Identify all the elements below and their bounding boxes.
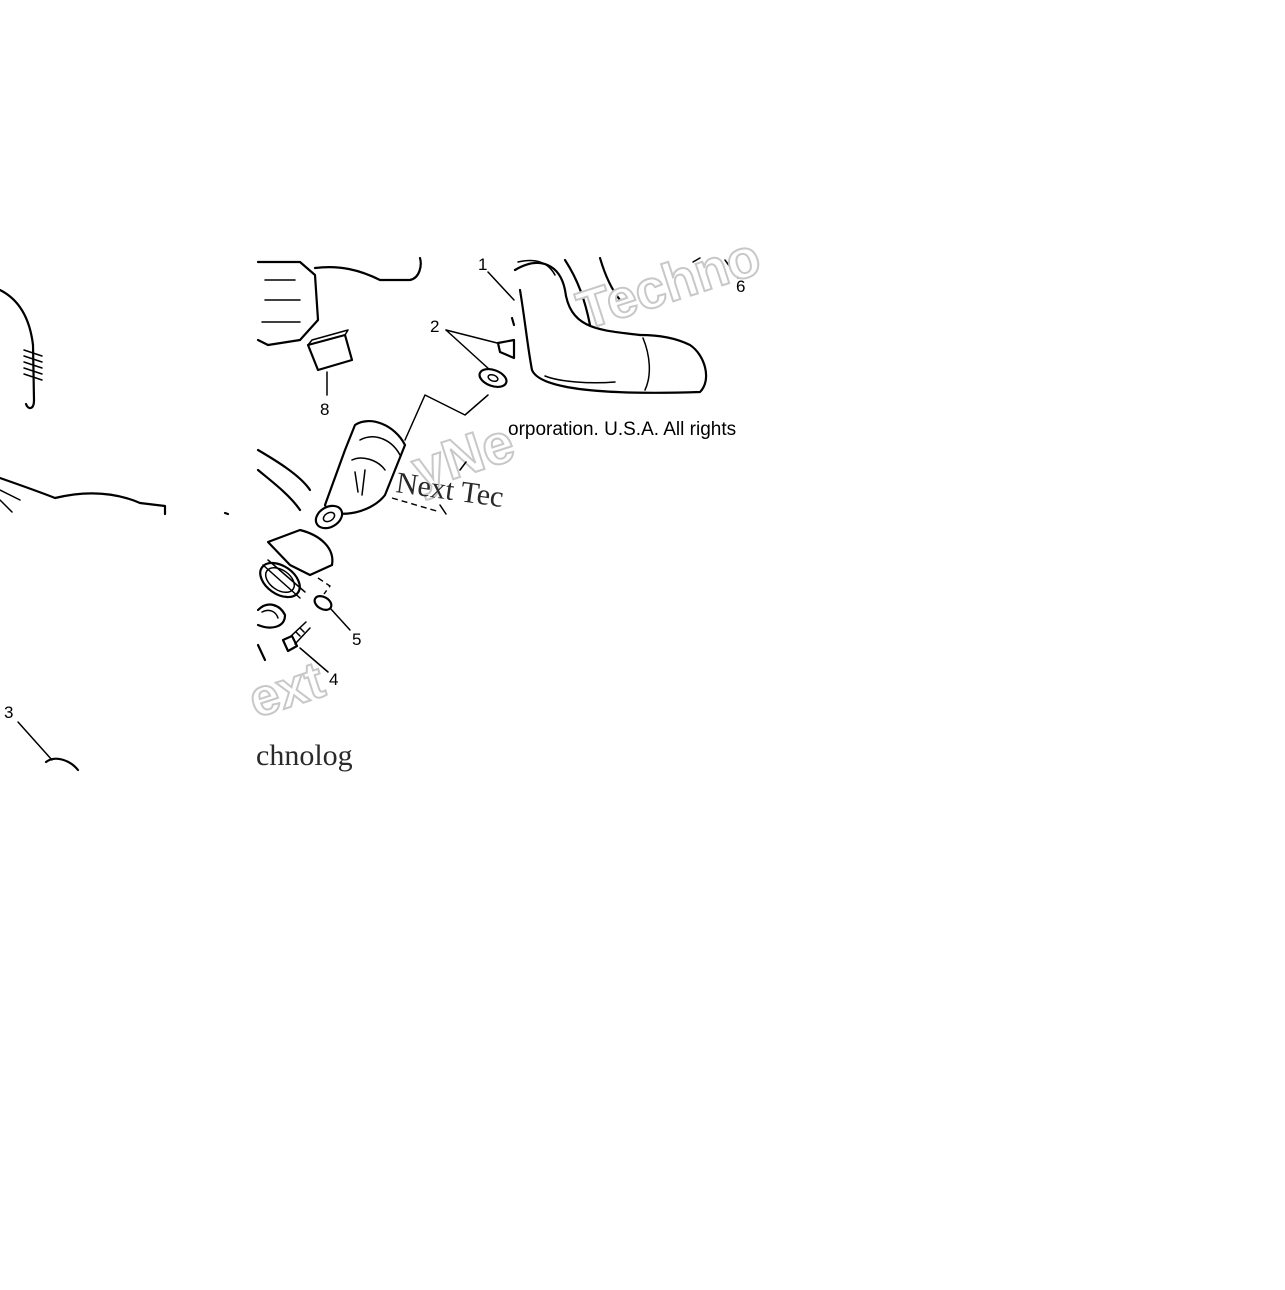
callout-2: 2 (430, 317, 439, 336)
gasket-fragment (256, 603, 287, 662)
callout-3: 3 (4, 703, 13, 722)
part-6-leader: 6 (692, 257, 745, 296)
callout-1: 1 (478, 255, 487, 274)
part-2-washers: 2 (430, 317, 516, 389)
part-5-nut: 5 (313, 577, 361, 649)
copyright-line: orporation. U.S.A. All rights (508, 419, 736, 440)
flange-fitting (259, 528, 334, 599)
tile-top-right: 1 6 Techno orporation. U.S.A. All rights (478, 225, 769, 440)
tile-middle-left: 3 (4, 703, 80, 772)
tile-top-middle: 8 2 yNe Next Tec (256, 256, 522, 530)
part-8-cap: 8 (306, 329, 354, 419)
watermark-techno: Techno (569, 225, 768, 342)
watermark-techno-text: Techno (570, 226, 767, 341)
housing-fragment-left (0, 476, 230, 516)
pipe-left-fragment (256, 448, 312, 512)
boot-connector (314, 420, 407, 530)
part-1-leader: 1 (478, 255, 516, 327)
callout-4: 4 (329, 670, 338, 689)
housing-top-fragment (256, 256, 422, 347)
callout-5: 5 (352, 630, 361, 649)
watermark-chnolog-text: chnolog (256, 739, 353, 772)
callout-6: 6 (736, 277, 745, 296)
tile-top-left (0, 288, 230, 516)
muffler-outlet (513, 256, 708, 394)
part-4-bolt: 4 (281, 621, 338, 689)
callout-8: 8 (320, 400, 329, 419)
spring-cable-fragment (0, 288, 43, 410)
tile-middle-middle: 5 4 ext chnolog (241, 528, 361, 772)
watermark-chnolog: chnolog (256, 739, 353, 772)
leader-dashed-1 (404, 394, 489, 441)
copyright-text: orporation. U.S.A. All rights (508, 419, 736, 440)
